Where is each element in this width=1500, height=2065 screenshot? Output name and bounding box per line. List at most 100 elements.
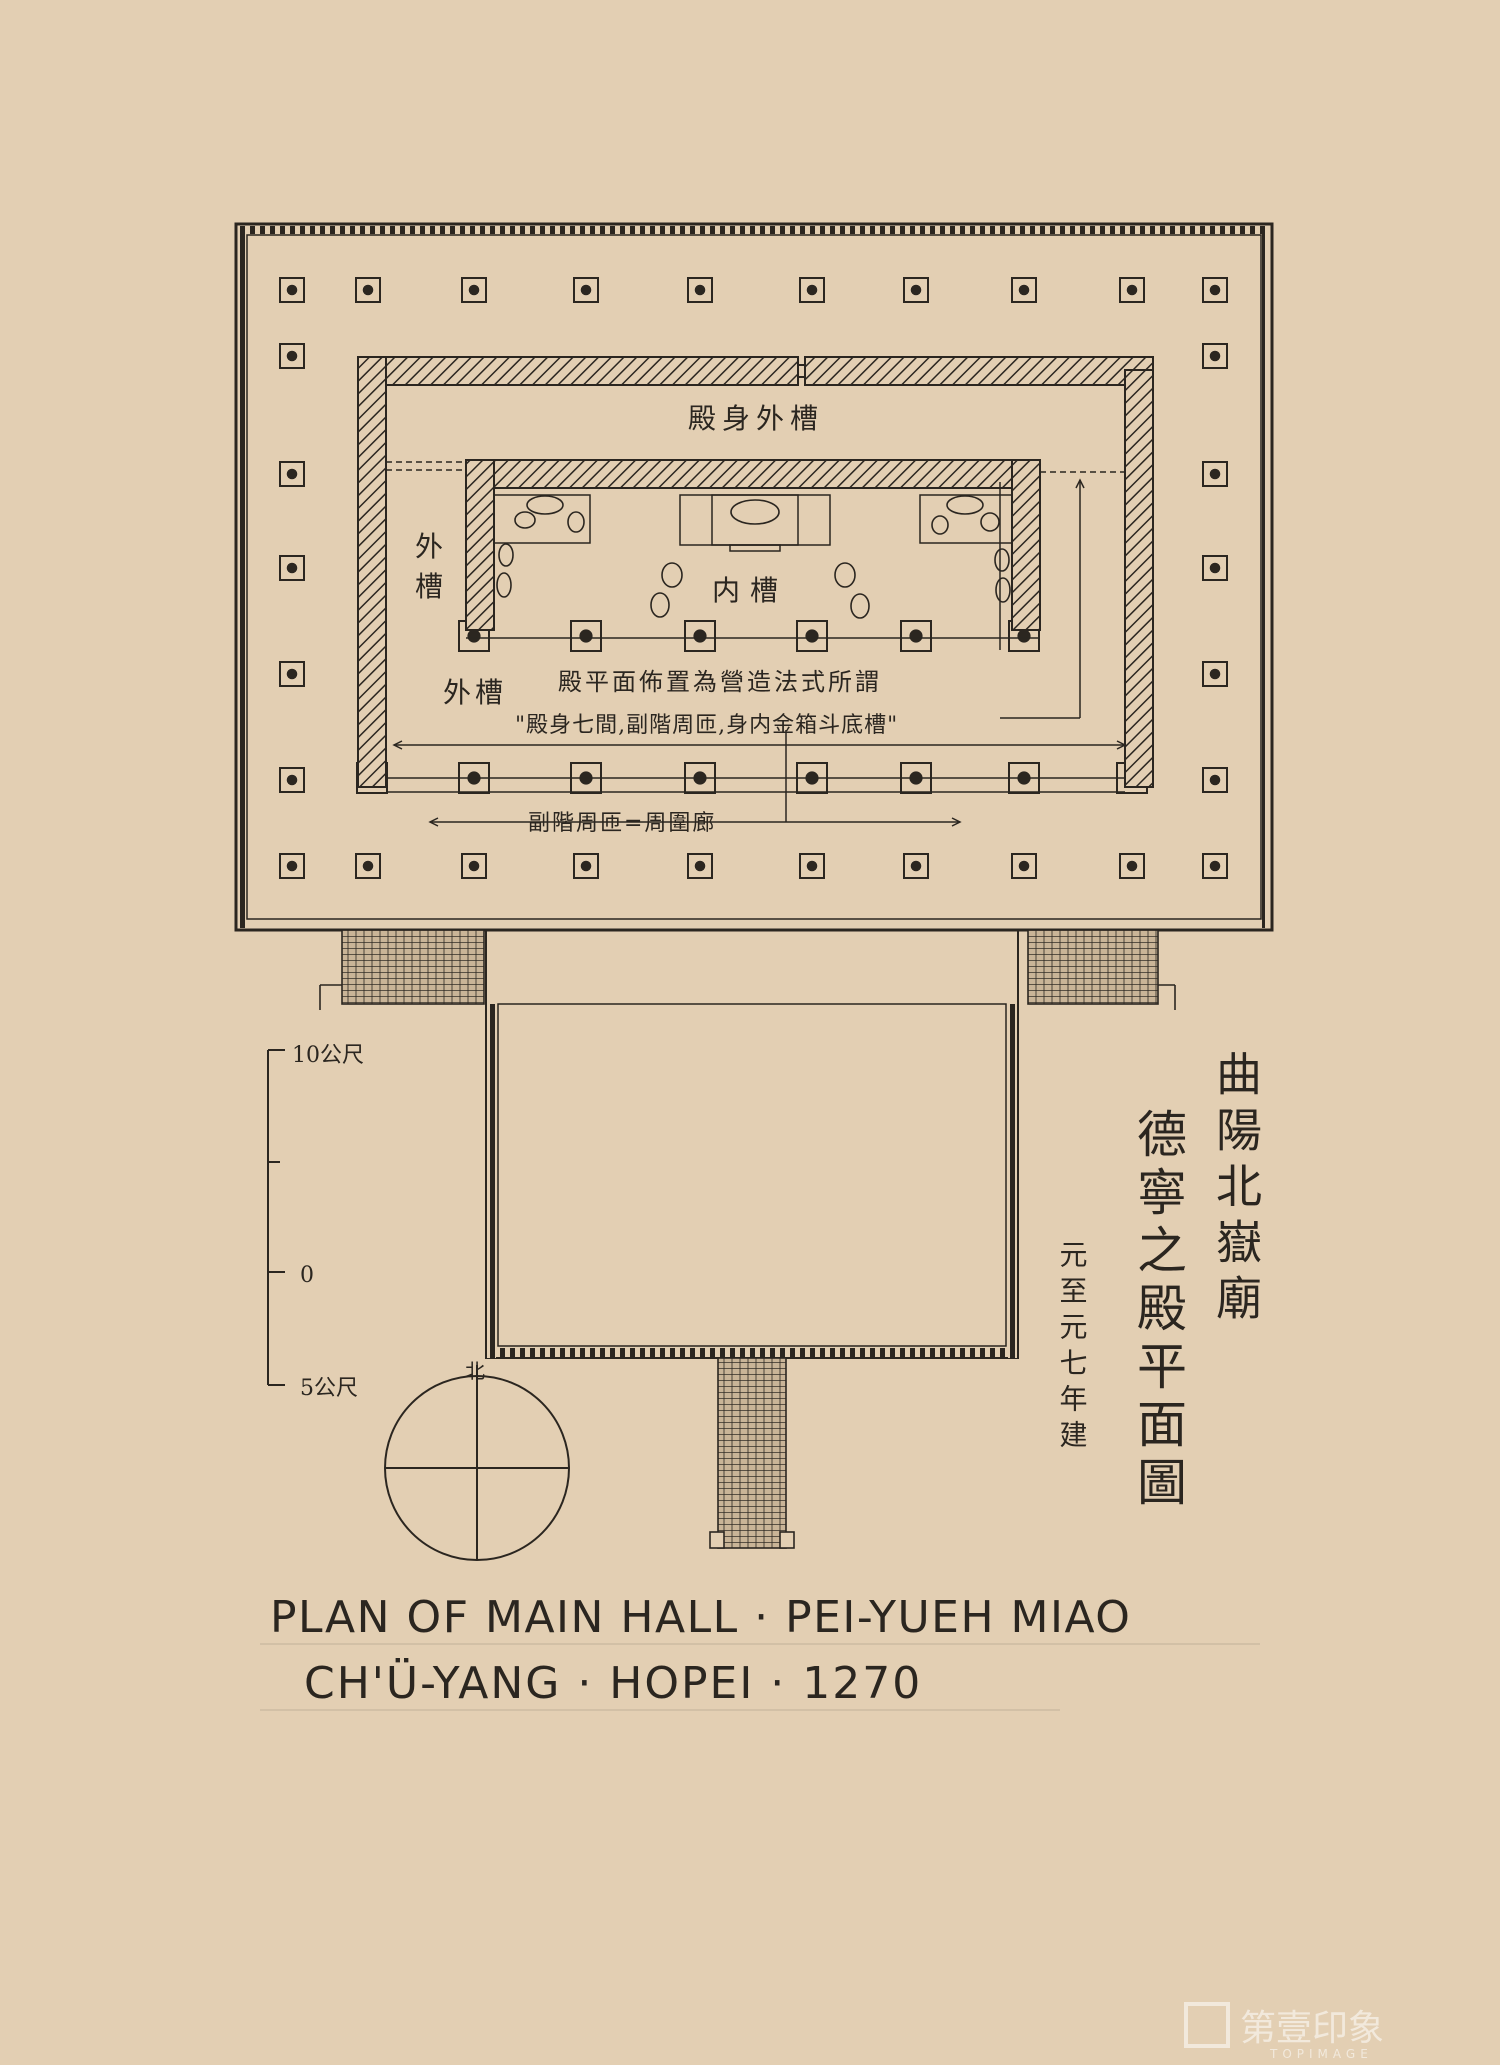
outer-column [461,853,487,879]
outer-column [279,461,305,487]
svg-text:曲陽北嶽廟: 曲陽北嶽廟 [1209,1050,1263,1330]
outer-column [1202,461,1228,487]
outer-column-core [286,350,298,362]
outer-column-core [1209,860,1221,872]
outer-column-core [910,860,922,872]
outer-column-core [1209,284,1221,296]
outer-column [1202,661,1228,687]
inner-column-core [805,629,819,643]
altar-platforms [493,494,1013,552]
outer-column [355,853,381,879]
label-outer-cao-left-2: 槽 [415,570,443,603]
outer-column-core [1209,668,1221,680]
outer-column [1202,555,1228,581]
inner-column-core [909,629,923,643]
outer-column-core [362,860,374,872]
label-inner-cao: 内槽 [712,574,788,607]
outer-column-core [580,860,592,872]
outer-column-core [286,668,298,680]
outer-column-core [286,468,298,480]
watermark-logo [1184,2002,1230,2048]
svg-text:德寧之殿平面圖: 德寧之殿平面圖 [1129,1108,1187,1514]
outer-column-core [806,860,818,872]
outer-column-core [468,860,480,872]
scale-bottom-label: 5公尺 [300,1376,358,1401]
outer-column-core [694,860,706,872]
inner-cao-wall [465,459,1041,631]
outer-column [279,767,305,793]
inner-column [684,620,716,652]
title-cn-vertical-2: 德寧之殿平面圖 [1129,1108,1187,1514]
outer-column-core [580,284,592,296]
outer-column [799,853,825,879]
outer-column [279,555,305,581]
outer-column-core [468,284,480,296]
outer-column-core [910,284,922,296]
title-cn-vertical-1: 曲陽北嶽廟 [1209,1050,1263,1330]
outer-column [903,853,929,879]
inner-column-core [693,629,707,643]
outer-column [1119,277,1145,303]
outer-column [461,277,487,303]
outer-column [1011,277,1037,303]
outer-column [687,853,713,879]
outer-column [903,277,929,303]
outer-column-core [1209,350,1221,362]
outer-column-core [286,774,298,786]
outer-column [1011,853,1037,879]
outer-column-core [286,284,298,296]
compass-north-label: 北 [465,1359,485,1383]
outer-column-core [1209,562,1221,574]
outer-column-core [286,860,298,872]
outer-column-core [1126,860,1138,872]
outer-column-core [1018,860,1030,872]
label-outer-cao-left-1: 外 [415,530,443,563]
outer-cao-wall [357,356,1154,788]
label-outer-cao-bottom: 外槽 [443,676,507,709]
outer-column-core [286,562,298,574]
scale-top-label: 10公尺 [292,1043,364,1068]
side-steps [319,929,1176,1010]
label-outer-cao-top: 殿身外槽 [688,402,824,435]
outer-column [279,277,305,303]
outer-column [1202,277,1228,303]
caption-line-1: PLAN OF MAIN HALL · PEI-YUEH MIAO [270,1592,1131,1643]
scale-bar [267,1049,285,1386]
south-stair [709,1357,795,1549]
north-compass [384,1365,570,1561]
outer-column [573,277,599,303]
inner-column [900,620,932,652]
dimension-lines [386,478,1127,827]
inner-column [796,620,828,652]
outer-column-core [1209,774,1221,786]
corridor-note: 副階周匝=周圍廊 [528,811,716,836]
inner-column-core [1017,629,1031,643]
outer-column-core [1018,284,1030,296]
inner-column-core [579,629,593,643]
outer-column [279,661,305,687]
svg-text:元至元七年建: 元至元七年建 [1056,1240,1089,1456]
note-line-2: "殿身七間,副階周匝,身内金箱斗底槽" [515,713,898,738]
scale-zero-label: 0 [300,1263,314,1288]
outer-column-core [362,284,374,296]
outer-column [573,853,599,879]
outer-column [1202,853,1228,879]
inner-column-core [467,629,481,643]
outer-column [799,277,825,303]
outer-column [279,343,305,369]
watermark-brand-cn: 第壹印象 [1240,2008,1384,2049]
dashed-guides [386,461,1125,473]
outer-column [1202,767,1228,793]
outer-column-core [1126,284,1138,296]
outer-column [355,277,381,303]
outer-column-core [694,284,706,296]
inner-column [570,620,602,652]
caption-line-2: CH'Ü-YANG · HOPEI · 1270 [304,1657,922,1709]
outer-column [1119,853,1145,879]
statue-outlines [496,495,1011,619]
outer-column [1202,343,1228,369]
outer-column-core [1209,468,1221,480]
watermark-brand-en: TOPIMAGE [1269,2047,1373,2061]
